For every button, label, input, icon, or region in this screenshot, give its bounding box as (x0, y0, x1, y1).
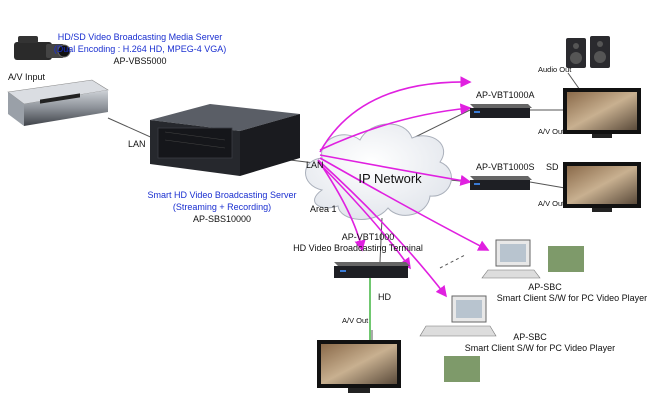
stream-arrow-mid (319, 154, 472, 186)
av-input-label: A/V Input (8, 72, 46, 82)
audio-out-label: Audio Out (538, 65, 572, 74)
terminal-top-device (470, 104, 532, 118)
link-av-mid (529, 181, 566, 189)
tv-bottom-icon (317, 340, 401, 393)
ip-network-label: IP Network (358, 171, 422, 186)
streaming-server-title: Smart HD Video Broadcasting Server (148, 190, 297, 200)
terminal-bottom-model: AP-VBT1000 (342, 232, 395, 242)
stream-arrows (317, 76, 490, 298)
media-server-subtitle: (Dual Encoding : H.264 HD, MPEG-4 VGA) (54, 44, 227, 54)
stream-arrow-top2 (319, 76, 472, 153)
tv-top-icon (563, 88, 641, 138)
av-out-mid-label: A/V Out (538, 199, 565, 208)
dashed-link (439, 254, 466, 269)
terminal-mid-device (470, 176, 532, 190)
media-server-model: AP-VBS5000 (113, 56, 166, 66)
streaming-server-device (150, 104, 300, 176)
client-a-title: Smart Client S/W for PC Video Player (497, 293, 647, 303)
client-b-title: Smart Client S/W for PC Video Player (465, 343, 615, 353)
stream-arrow-client-b (317, 159, 447, 298)
speaker-icon (566, 36, 610, 68)
av-out-bottom-label: A/V Out (342, 316, 369, 325)
stream-arrow-terminal2 (317, 159, 366, 252)
media-server-device (7, 79, 109, 126)
tv-mid-icon (563, 162, 641, 212)
stream-arrow-top (319, 103, 472, 151)
camera-icon (14, 36, 71, 60)
terminal-mid-mode: SD (546, 162, 559, 172)
terminal-mid-model: AP-VBT1000S (476, 162, 535, 172)
av-out-top-label: A/V Out (538, 127, 565, 136)
client-b-model: AP-SBC (513, 332, 547, 342)
hd-label: HD (378, 292, 391, 302)
stream-arrow-terminal (317, 161, 411, 270)
client-a-model: AP-SBC (528, 282, 562, 292)
lan-left-label: LAN (128, 139, 146, 149)
terminal-bottom-title: HD Video Broadcasting Terminal (293, 243, 423, 253)
terminal-top-model: AP-VBT1000A (476, 90, 535, 100)
terminal-bottom-device (334, 262, 410, 278)
media-server-title: HD/SD Video Broadcasting Media Server (58, 32, 222, 42)
link-audio (567, 72, 581, 91)
client-a-pc-icon (481, 239, 584, 279)
streaming-server-subtitle: (Streaming + Recording) (173, 202, 271, 212)
area-label: Area 1 (310, 204, 337, 214)
lan-right-label: LAN (306, 160, 324, 170)
client-b-pc-icon (419, 295, 497, 382)
streaming-server-model: AP-SBS10000 (193, 214, 251, 224)
link-terminal-bottom (379, 217, 383, 263)
stream-arrow-client-a (319, 157, 490, 251)
